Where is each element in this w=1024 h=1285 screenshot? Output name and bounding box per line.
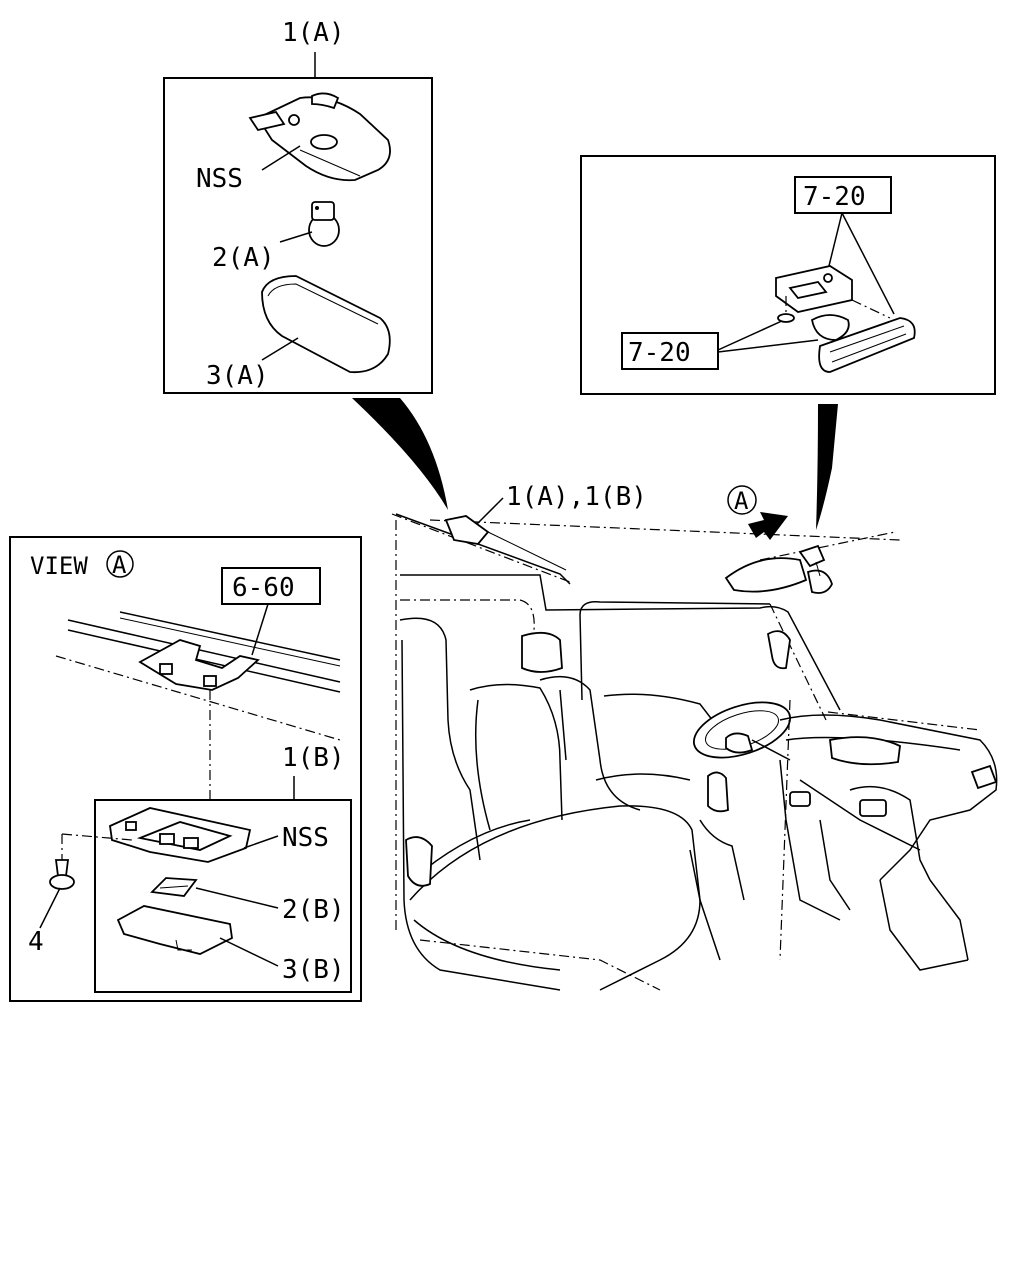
rear-view-mirror [775,265,916,373]
roof-ref-box [221,567,321,605]
detail-b-part3-label: 3(B) [282,955,345,985]
pointer-arrow-a [352,398,448,510]
lens-b [116,905,233,955]
detail-box-mirror: 7-20 7-20 [580,155,996,395]
view-a-marker-circle [727,485,757,515]
detail-b-title: 1(B) [282,743,345,773]
screw-part-label: 4 [28,927,44,957]
view-a-arrow [748,512,788,540]
detail-a-part3-label: 3(A) [206,361,269,391]
mirror-ref-top: 7-20 [803,182,866,212]
roof-ref: 6-60 [232,573,295,603]
lamp-housing-a [248,92,391,182]
lens-a [261,275,391,374]
mirror-ref-left-box [621,332,719,370]
view-a-marker-letter: A [734,487,749,515]
cab-lamp-callout: 1(A),1(B) [506,482,647,512]
lamp-housing-b [109,807,252,863]
detail-b-part2-label: 2(B) [282,895,345,925]
detail-a-nss-label: NSS [196,164,243,194]
pointer-arrow-mirror [816,404,838,530]
screw-part [49,833,133,890]
view-title: VIEW [30,552,88,580]
bulb-a [308,201,340,247]
detail-a-title: 1(A) [282,18,345,48]
cab-dome-lamp [444,515,490,545]
view-circle-letter: A [112,551,127,579]
steering-wheel [692,701,792,759]
detail-b-nss-label: NSS [282,823,329,853]
detail-box-1a: 1(A) NSS 2(A) 3(A) [163,18,433,394]
cab-interior: 1(A),1(B) A [391,482,998,991]
bulb-b [150,877,198,897]
dashboard [779,714,998,881]
mirror-ref-left: 7-20 [628,338,691,368]
detail-box-view-a: VIEW A 6-60 1(B) NSS [9,536,362,1002]
detail-a-part2-label: 2(A) [212,243,275,273]
mirror-ref-top-box [794,176,892,214]
